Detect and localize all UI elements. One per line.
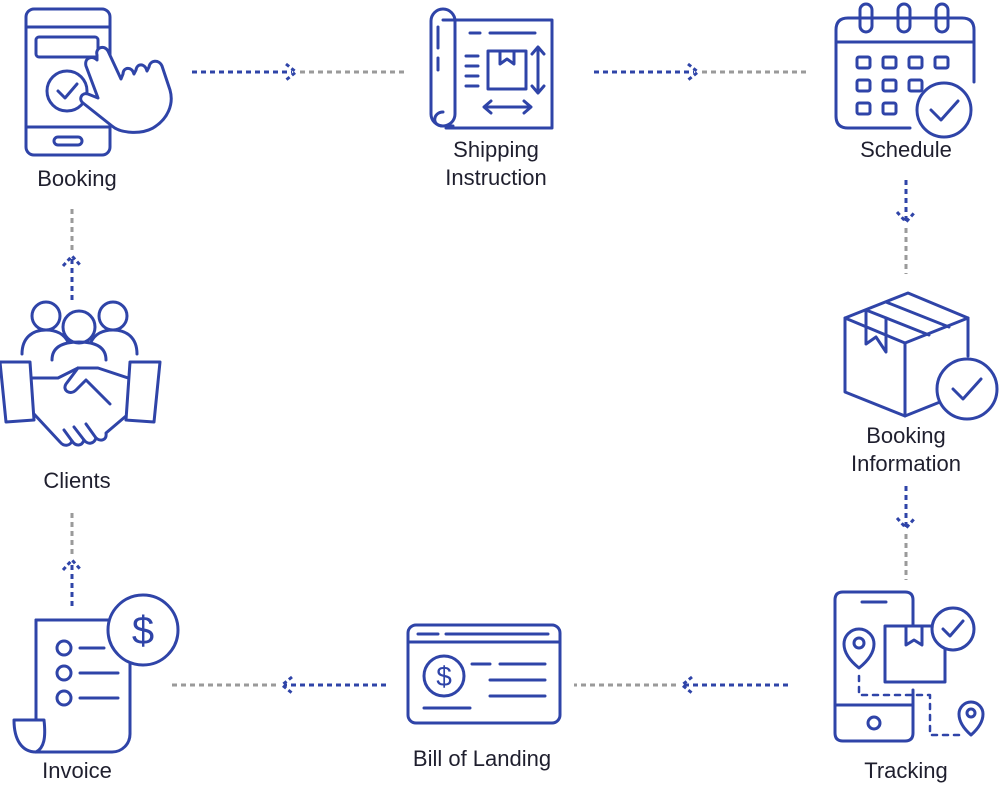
calendar-check-icon: [834, 2, 976, 139]
svg-text:$: $: [132, 609, 154, 653]
booking-info-label-line1: Booking: [866, 423, 946, 448]
invoice-label: Invoice: [42, 758, 112, 783]
schedule-label: Schedule: [860, 137, 952, 162]
bill-dollar-icon: $: [406, 623, 562, 725]
shipping-label-line1: Shipping: [453, 137, 539, 162]
blueprint-icon: [429, 7, 554, 130]
phone-tracking-icon: [833, 590, 985, 743]
flow-connectors: [61, 62, 917, 695]
booking-information-label: Booking Information: [851, 422, 961, 478]
phone-tap-icon: [24, 7, 173, 157]
clients-label: Clients: [43, 468, 111, 493]
tracking-label: Tracking: [864, 758, 948, 783]
invoice-dollar-icon: $: [12, 593, 180, 754]
handshake-people-icon: [0, 300, 162, 447]
shipping-instruction-label: Shipping Instruction: [445, 136, 547, 192]
svg-text:$: $: [436, 661, 452, 692]
shipping-label-line2: Instruction: [445, 165, 547, 190]
box-check-icon: [843, 291, 999, 421]
bill-of-landing-label: Bill of Landing: [412, 746, 552, 771]
booking-label: Booking: [37, 166, 117, 191]
booking-info-label-line2: Information: [850, 451, 962, 476]
